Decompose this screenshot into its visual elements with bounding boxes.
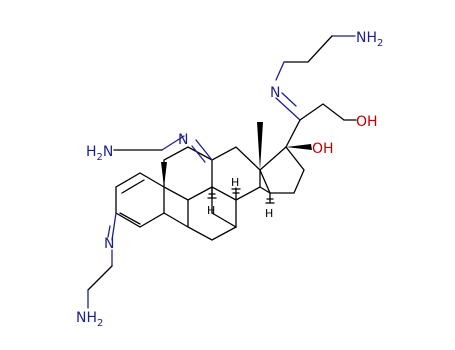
atom-label-nh2-top: NH2 (356, 30, 383, 49)
h8-hash (231, 187, 241, 201)
atom-label-nh2-left: H2N (86, 144, 113, 163)
atom-label-oh-center: OH (312, 141, 334, 157)
atom-label-n-mid: N (178, 132, 188, 148)
atom-label-n-top: N (270, 85, 280, 101)
c19-methyl-wedge (161, 162, 167, 187)
c18-methyl-wedge (257, 122, 263, 170)
oh-wedge (286, 144, 312, 150)
atom-label-h8: H (231, 176, 239, 189)
atom-label-oh-right: OH (356, 114, 378, 130)
atom-label-nh2-bottom: NH2 (76, 310, 103, 329)
atom-label-h9: H (207, 204, 215, 217)
bond-skeleton (87, 35, 357, 309)
h14-hash (265, 192, 275, 204)
h9-hash (207, 186, 217, 199)
atom-label-h14: H (265, 207, 273, 220)
atom-label-n-left: N (104, 236, 114, 252)
